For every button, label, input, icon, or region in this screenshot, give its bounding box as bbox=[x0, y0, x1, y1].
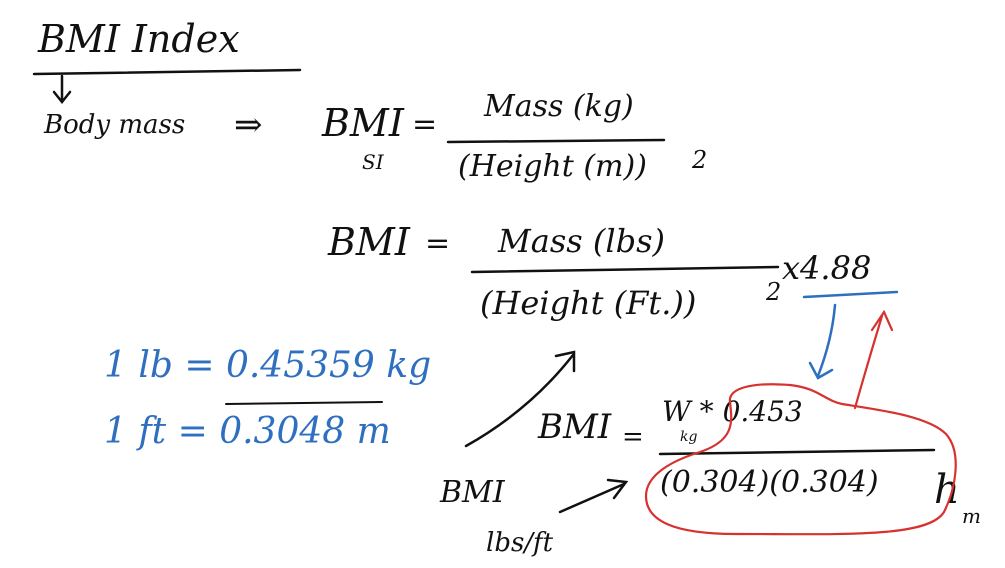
eq2-fraction-bar bbox=[470, 265, 780, 274]
eq1-numerator: Mass (kg) bbox=[484, 89, 634, 124]
eq2-lhs: BMI bbox=[328, 220, 410, 264]
blue-down-arrow bbox=[808, 303, 837, 380]
eq1-equals: = bbox=[412, 107, 438, 142]
eq2-denominator: (Height (Ft.)) bbox=[480, 284, 697, 322]
eq1-lhs: BMI bbox=[322, 101, 404, 145]
down-arrow bbox=[52, 74, 72, 105]
eq3-numerator-sub: kg bbox=[680, 429, 698, 445]
eq3-fraction-bar bbox=[658, 448, 936, 456]
eq3-numerator: W * 0.453 bbox=[662, 395, 803, 428]
eq3-lhs: BMI bbox=[538, 407, 612, 447]
conversion-divider bbox=[225, 401, 383, 405]
black-arrow-up bbox=[464, 350, 576, 448]
eq3-equals: = bbox=[622, 422, 644, 452]
eq2-multiplier: x4.88 bbox=[782, 249, 872, 287]
left-label: Body mass bbox=[44, 110, 186, 140]
title-underline bbox=[32, 68, 302, 76]
eq2-numerator: Mass (lbs) bbox=[498, 222, 665, 260]
eq1-power: 2 bbox=[692, 146, 708, 174]
eq1-denominator: (Height (m)) bbox=[458, 149, 647, 184]
conversion-lb-kg: 1 lb = 0.45359 kg bbox=[104, 345, 432, 386]
red-up-arrow bbox=[853, 309, 894, 410]
eq3-trail-sub: m bbox=[962, 504, 981, 528]
eq1-fraction-bar bbox=[446, 138, 666, 144]
implies-arrow: ⇒ bbox=[234, 105, 263, 145]
bottom-label-sub: lbs/ft bbox=[486, 528, 554, 558]
bottom-label-main: BMI bbox=[440, 475, 505, 510]
red-loop bbox=[644, 383, 957, 536]
eq1-sub: SI bbox=[362, 150, 384, 174]
title: BMI Index bbox=[38, 17, 240, 61]
multiplier-underline bbox=[802, 290, 899, 299]
bottom-arrow bbox=[558, 478, 629, 514]
eq2-power: 2 bbox=[766, 278, 782, 306]
conversion-ft-m: 1 ft = 0.3048 m bbox=[104, 411, 391, 452]
eq3-denominator: (0.304)(0.304) bbox=[660, 465, 879, 500]
eq2-equals: = bbox=[425, 226, 451, 261]
